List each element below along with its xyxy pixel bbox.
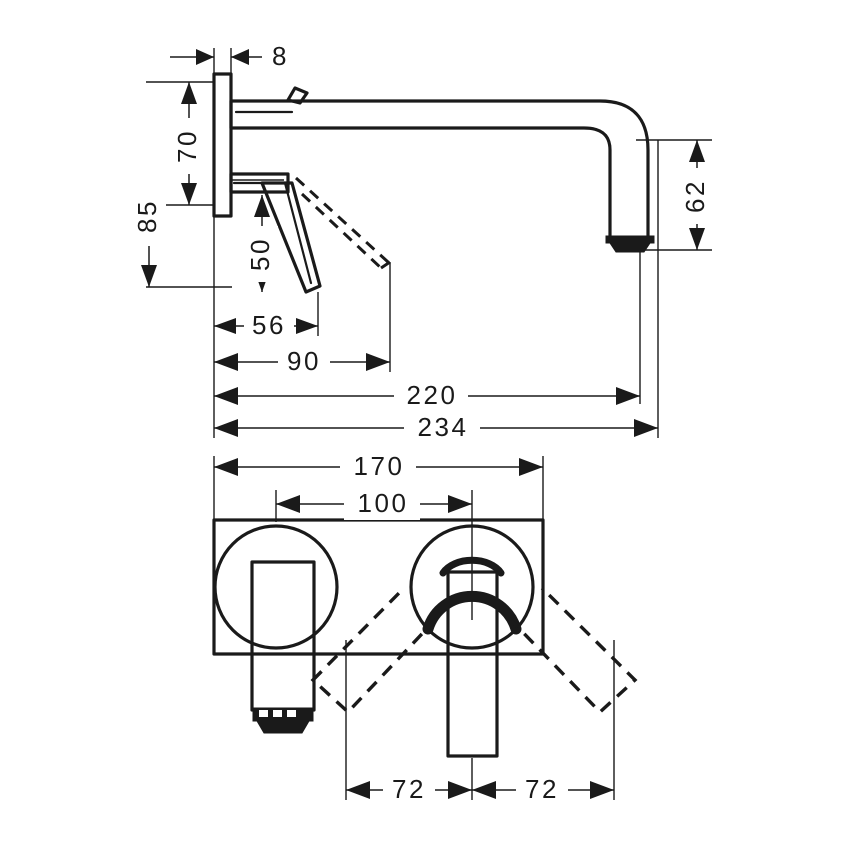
aerator-slot-2 bbox=[273, 710, 282, 717]
dim-90-arrow-right bbox=[366, 353, 390, 371]
dim-234-label: 234 bbox=[418, 412, 469, 442]
dim-70-arrow-top bbox=[181, 82, 197, 104]
dim-72-left-arrow-left bbox=[346, 781, 370, 799]
dim-170-arrow-left bbox=[214, 458, 238, 476]
dim-56-label: 56 bbox=[252, 310, 286, 340]
lever-blade-inner-edge bbox=[283, 181, 313, 285]
dimension-72-left: 72 bbox=[346, 774, 472, 806]
side-elevation-view: 8 70 85 50 bbox=[132, 41, 714, 444]
dim-100-arrow-right bbox=[448, 495, 472, 513]
wall-plate-side bbox=[212, 72, 233, 218]
dim-8-arrow-left bbox=[196, 49, 214, 65]
dim-72-right-label: 72 bbox=[525, 774, 559, 804]
wall-plate-front bbox=[212, 518, 545, 656]
dim-72-right-arrow-left bbox=[472, 781, 496, 799]
dim-72-right-text-mask bbox=[516, 774, 568, 806]
dim-72-left-label: 72 bbox=[392, 774, 426, 804]
aerator-body-side bbox=[609, 242, 651, 253]
faucet-side-geometry bbox=[212, 72, 655, 294]
dimension-72-right: 72 bbox=[472, 774, 614, 806]
dim-72-left-text-mask bbox=[383, 774, 435, 806]
dim-85-text-mask bbox=[134, 186, 166, 246]
dim-50-arrow-top bbox=[254, 195, 270, 217]
spout-body-front bbox=[250, 560, 316, 712]
dim-90-label: 90 bbox=[287, 346, 321, 376]
dim-100-text-mask bbox=[344, 488, 420, 520]
dim-220-arrow-left bbox=[214, 387, 238, 405]
dim-50-label: 50 bbox=[245, 237, 275, 271]
dim-8-label: 8 bbox=[272, 41, 289, 71]
aerator-ring-side bbox=[605, 235, 655, 244]
dim-220-text-mask bbox=[394, 380, 468, 412]
front-view-geometry bbox=[212, 518, 638, 758]
dimension-90: 90 bbox=[214, 346, 390, 378]
lever-blade-dashed-tip bbox=[380, 260, 391, 270]
handle-escutcheon-circle bbox=[409, 524, 535, 650]
dim-62-label: 62 bbox=[680, 179, 710, 213]
dim-234-arrow-right bbox=[634, 419, 658, 437]
spout-escutcheon-circle bbox=[213, 524, 339, 650]
dim-56-arrow-left bbox=[214, 318, 236, 334]
dim-170-label: 170 bbox=[354, 451, 405, 481]
lever-blade-solid bbox=[260, 181, 322, 294]
dim-50-text-mask bbox=[247, 226, 278, 282]
dimension-56: 56 bbox=[214, 310, 318, 342]
dim-90-arrow-left bbox=[214, 353, 238, 371]
dim-85-label: 85 bbox=[132, 199, 162, 233]
dimension-170: 170 bbox=[214, 451, 543, 483]
dim-72-left-arrow-right bbox=[448, 781, 472, 799]
handle-lever-front bbox=[446, 570, 499, 758]
dim-72-right-arrow-right bbox=[590, 781, 614, 799]
dim-56-text-mask bbox=[244, 310, 294, 342]
dim-70-text-mask bbox=[174, 118, 206, 174]
dim-70-label: 70 bbox=[172, 129, 202, 163]
dim-70-arrow-bottom bbox=[181, 183, 197, 205]
handle-swing-right-dashed bbox=[507, 586, 638, 715]
dim-170-arrow-right bbox=[519, 458, 543, 476]
dim-62-arrow-top bbox=[689, 140, 705, 162]
handle-swing-right-outline bbox=[507, 586, 638, 715]
dim-56-arrow-right bbox=[296, 318, 318, 334]
dim-220-label: 220 bbox=[407, 380, 458, 410]
front-underside-view: 170 100 72 72 bbox=[212, 451, 638, 806]
dimension-62: 62 bbox=[680, 140, 714, 250]
aerator-body-front bbox=[256, 720, 310, 734]
aerator-slot-1 bbox=[259, 710, 268, 717]
dimension-100: 100 bbox=[276, 488, 472, 520]
dim-234-text-mask bbox=[404, 412, 480, 444]
dim-100-label: 100 bbox=[358, 488, 409, 518]
dim-170-text-mask bbox=[340, 451, 416, 483]
dim-220-arrow-right bbox=[616, 387, 640, 405]
handle-swing-left-dashed bbox=[310, 586, 439, 715]
aerator-slot-3 bbox=[287, 710, 296, 717]
dimension-8: 8 bbox=[170, 41, 289, 71]
handle-hub-crescent bbox=[422, 591, 522, 635]
spout-top-detail bbox=[286, 86, 309, 105]
dimension-85: 85 bbox=[132, 186, 166, 287]
dimension-220: 220 bbox=[214, 380, 640, 412]
handle-hub-cap bbox=[439, 556, 505, 577]
handle-swing-left-outline bbox=[310, 586, 439, 715]
lever-blade-dashed-lower bbox=[300, 192, 383, 270]
dim-234-arrow-left bbox=[214, 419, 238, 437]
dim-90-text-mask bbox=[278, 346, 330, 378]
dim-100-arrow-left bbox=[276, 495, 300, 513]
dimension-50: 50 bbox=[245, 195, 278, 292]
dim-85-arrow-bottom bbox=[141, 265, 157, 287]
dim-62-text-mask bbox=[682, 168, 714, 224]
dimension-70: 70 bbox=[172, 82, 206, 205]
dimension-234: 234 bbox=[214, 412, 658, 444]
dim-8-arrow-right bbox=[231, 49, 249, 65]
dim-62-arrow-bottom bbox=[689, 228, 705, 250]
lever-blade-dashed-upper bbox=[294, 176, 390, 264]
